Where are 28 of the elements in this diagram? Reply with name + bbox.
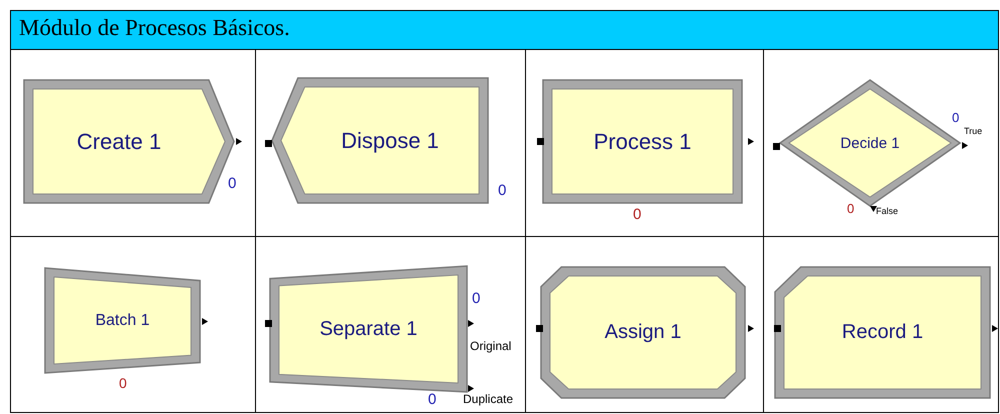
counter-value: 0	[228, 176, 236, 191]
exit-label: False	[876, 207, 898, 216]
batch-module-shape	[45, 268, 200, 373]
exit-label: Original	[470, 340, 512, 352]
dispose-module-shape	[272, 78, 488, 203]
assign-module-shape	[541, 267, 745, 398]
module-label: Batch 1	[95, 312, 150, 330]
counter-value: 0	[428, 392, 436, 407]
module-label: Assign 1	[604, 321, 682, 344]
counter-value: 0	[119, 376, 127, 390]
module-label: Process 1	[594, 128, 692, 154]
counter-value: 0	[952, 111, 960, 124]
exit-label: Duplicate	[463, 393, 514, 405]
table-title: Módulo de Procesos Básicos.	[10, 10, 999, 50]
counter-value: 0	[498, 183, 506, 198]
process-module-shape	[543, 80, 742, 203]
exit-label: True	[964, 127, 982, 136]
separate-module-shape	[270, 266, 467, 392]
create-module-shape	[24, 80, 234, 203]
module-label: Record 1	[842, 321, 924, 344]
module-label: Dispose 1	[341, 128, 439, 154]
counter-value: 0	[633, 207, 642, 222]
module-label: Separate 1	[320, 318, 418, 340]
counter-value: 0	[472, 291, 480, 306]
record-module-shape	[775, 267, 990, 398]
counter-value: 0	[847, 202, 854, 215]
module-label: Decide 1	[840, 134, 900, 152]
module-label: Create 1	[76, 128, 162, 154]
